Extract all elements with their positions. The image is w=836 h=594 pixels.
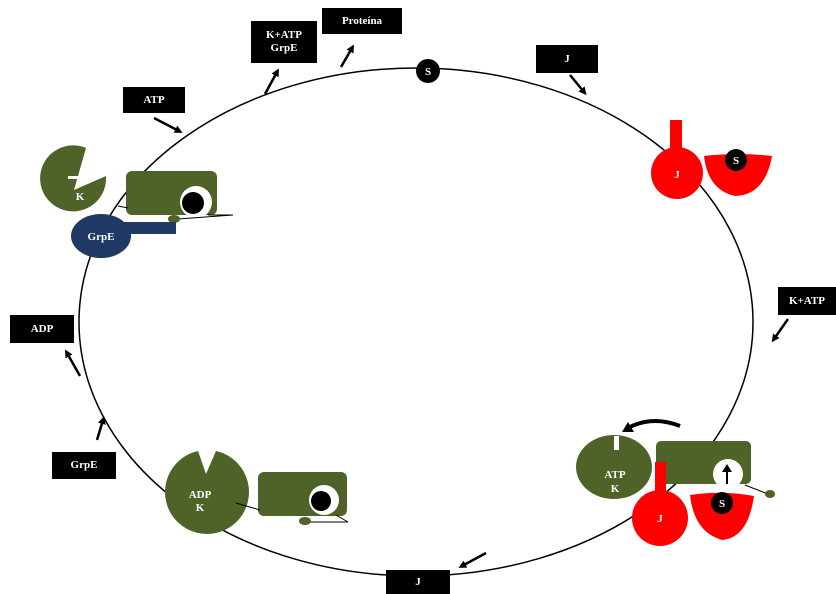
label-protein: Proteína [322, 8, 402, 34]
label-k-atp-grpe-line1: K+ATP [265, 29, 302, 41]
label-k-atp-grpe: K+ATP GrpE [251, 21, 317, 63]
label-k-atp-right: K+ATP [778, 287, 836, 315]
svg-text:ADP: ADP [189, 489, 212, 501]
label-k-atp-grpe-line2: GrpE [270, 42, 298, 54]
label-j-bottom: J [386, 570, 450, 594]
dnak-grpe-complex: K GrpE [40, 145, 234, 258]
svg-text:S: S [733, 155, 739, 167]
svg-text:ATP: ATP [604, 469, 625, 481]
label-atp: ATP [123, 87, 185, 113]
label-k-atp-right-text: K+ATP [788, 294, 825, 307]
arrow-j-bottom [458, 551, 487, 568]
arrow-protein [339, 44, 355, 68]
label-adp: ADP [10, 315, 74, 343]
label-grpe-left-text: GrpE [70, 459, 98, 471]
dnaj-substrate-complex: J S [651, 120, 772, 199]
label-grpe-left: GrpE [52, 452, 116, 479]
substrate-top: S [416, 59, 440, 83]
grpe-top-left-shape [71, 214, 131, 258]
svg-text:S: S [719, 498, 725, 510]
dnaj-upper-right-shape [651, 147, 703, 199]
arrow-j-top [569, 74, 587, 96]
svg-text:K: K [611, 483, 620, 495]
atp-dnak-shape [576, 435, 652, 499]
label-j-bottom-text: J [415, 575, 421, 588]
arrow-adp [65, 349, 82, 377]
arrow-atp [153, 116, 183, 133]
arrow-k-atp-right [771, 318, 790, 343]
svg-text:K: K [196, 502, 205, 514]
svg-text:J: J [674, 169, 680, 181]
label-adp-text: ADP [30, 322, 54, 335]
label-atp-text: ATP [143, 93, 165, 106]
arrow-grpe-left [95, 416, 106, 441]
arrows [65, 44, 790, 568]
label-j-top: J [536, 45, 598, 73]
svg-text:J: J [657, 513, 663, 525]
adp-dnak-complex: ADP K [165, 451, 349, 535]
svg-text:GrpE: GrpE [88, 231, 115, 243]
dnaj-lower-right-shape [632, 490, 688, 546]
substrate-top-label: S [425, 66, 431, 78]
label-protein-text: Proteína [341, 14, 383, 27]
arrow-k-atp-grpe [263, 68, 279, 95]
dnak-dnaj-substrate-complex: ATP K J S [576, 419, 775, 546]
adp-dnak-shape [165, 451, 250, 535]
label-j-top-text: J [564, 52, 570, 65]
svg-text:K: K [76, 191, 85, 203]
